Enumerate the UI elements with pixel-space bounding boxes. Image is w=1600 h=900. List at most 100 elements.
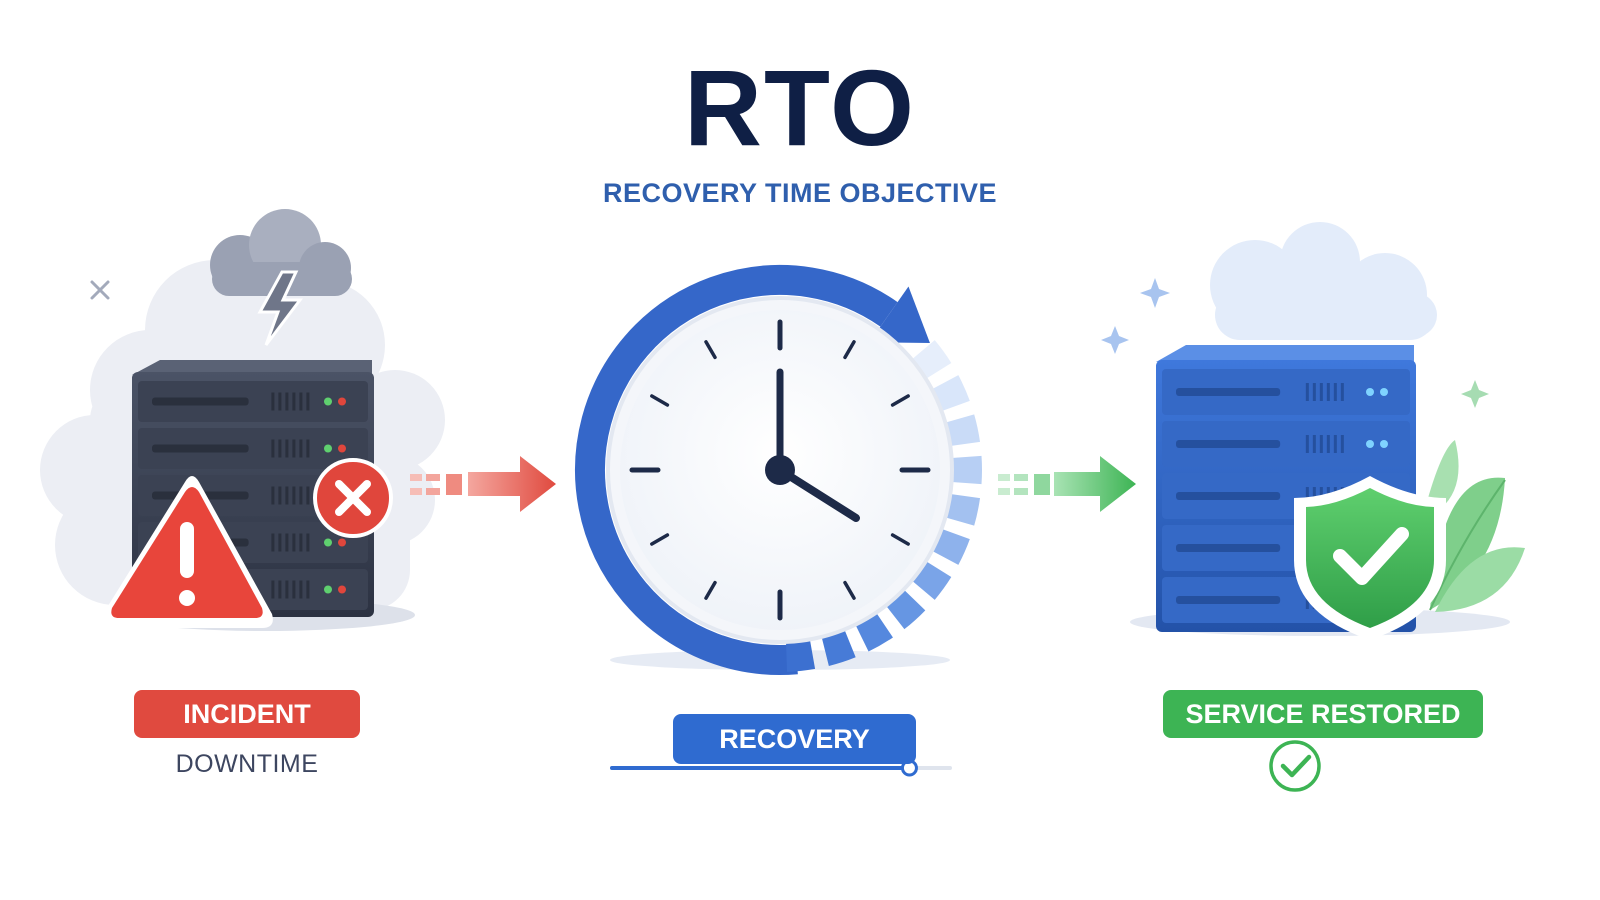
server-vent <box>271 486 275 505</box>
check-circle-icon <box>1269 740 1321 792</box>
clock-tick <box>890 394 910 407</box>
arrow-segment <box>945 414 981 447</box>
incident-illustration <box>40 209 445 631</box>
server-vent <box>285 392 289 411</box>
server-vent <box>292 533 296 552</box>
server-vent <box>1326 383 1330 401</box>
clock-tick <box>704 580 717 600</box>
status-led <box>324 397 332 406</box>
arrow-segment <box>855 612 893 652</box>
server-vent <box>1319 435 1323 453</box>
server-vent <box>306 486 310 505</box>
server-vent <box>1319 383 1323 401</box>
server-vent <box>285 486 289 505</box>
page-title: RTO <box>683 47 917 168</box>
blue-cloud-backdrop <box>1210 222 1437 340</box>
server-vent <box>306 533 310 552</box>
server-unit <box>138 381 368 422</box>
shield-check-icon <box>1294 476 1446 640</box>
server-vent <box>271 392 275 411</box>
lightning-icon <box>257 270 304 346</box>
downtime-caption: DOWNTIME <box>175 750 319 778</box>
arrow-segment <box>951 455 982 485</box>
arrow-segment <box>931 375 970 412</box>
status-led <box>324 444 332 453</box>
server-vent <box>299 486 303 505</box>
server-vent <box>1333 383 1337 401</box>
server-vent <box>1312 487 1316 505</box>
server-vent <box>1340 435 1344 453</box>
arrow-segment <box>821 629 856 666</box>
server-vent <box>292 580 296 599</box>
arrow-right-icon <box>998 456 1136 512</box>
arrow-segment <box>945 493 981 526</box>
server-vent <box>278 392 282 411</box>
server-slot <box>1176 596 1281 604</box>
clock-tick <box>650 533 670 546</box>
clock-tick <box>843 340 856 360</box>
server-vent <box>292 392 296 411</box>
status-led <box>338 397 346 406</box>
warning-triangle-icon <box>101 476 273 628</box>
server-unit <box>1162 369 1410 415</box>
arrow-segment <box>786 639 816 672</box>
sparkle-icon <box>1101 278 1489 408</box>
recovery-label: RECOVERY <box>673 714 916 764</box>
status-led <box>324 538 332 547</box>
server-vent <box>278 439 282 458</box>
server-vent <box>1326 435 1330 453</box>
server-unit <box>138 428 368 469</box>
server-slot <box>1176 440 1281 448</box>
status-led <box>1380 440 1388 448</box>
server-vent <box>299 392 303 411</box>
server-vent <box>278 533 282 552</box>
service-restored-label: SERVICE RESTORED <box>1163 690 1483 738</box>
server-vent <box>1333 435 1337 453</box>
small-x-icon <box>90 280 110 300</box>
server-vent <box>1305 383 1309 401</box>
server-slot <box>1176 388 1281 396</box>
server-vent <box>1312 435 1316 453</box>
clock-icon <box>606 296 954 644</box>
server-vent <box>1305 435 1309 453</box>
arrow-right-icon <box>410 456 556 512</box>
page-subtitle: RECOVERY TIME OBJECTIVE <box>602 178 998 208</box>
server-vent <box>292 486 296 505</box>
status-led <box>1380 388 1388 396</box>
status-led <box>324 585 332 594</box>
server-vent <box>278 486 282 505</box>
restored-illustration <box>1101 222 1525 792</box>
server-vent <box>285 439 289 458</box>
server-vent <box>306 392 310 411</box>
clock-tick <box>843 580 856 600</box>
server-vent <box>299 439 303 458</box>
status-led <box>1366 440 1374 448</box>
server-slot <box>152 444 249 453</box>
server-vent <box>299 580 303 599</box>
status-led <box>338 444 346 453</box>
circular-arrow-icon <box>575 265 982 675</box>
status-led <box>1366 388 1374 396</box>
status-led <box>338 538 346 547</box>
server-vent <box>1312 383 1316 401</box>
server-vent <box>1340 383 1344 401</box>
server-vent <box>285 580 289 599</box>
recovery-progress-bar <box>610 759 952 777</box>
server-vent <box>271 439 275 458</box>
arrow-segment <box>931 528 970 565</box>
error-x-icon <box>313 458 393 538</box>
server-vent <box>1305 487 1309 505</box>
server-slot <box>152 397 249 406</box>
server-vent <box>278 580 282 599</box>
clock-tick <box>650 394 670 407</box>
server-vent <box>306 580 310 599</box>
server-slot <box>1176 544 1281 552</box>
server-vent <box>292 439 296 458</box>
server-vent <box>271 580 275 599</box>
server-slot <box>1176 492 1281 500</box>
server-vent <box>271 533 275 552</box>
server-unit <box>1162 421 1410 467</box>
server-vent <box>306 439 310 458</box>
clock-tick <box>890 533 910 546</box>
server-vent <box>299 533 303 552</box>
